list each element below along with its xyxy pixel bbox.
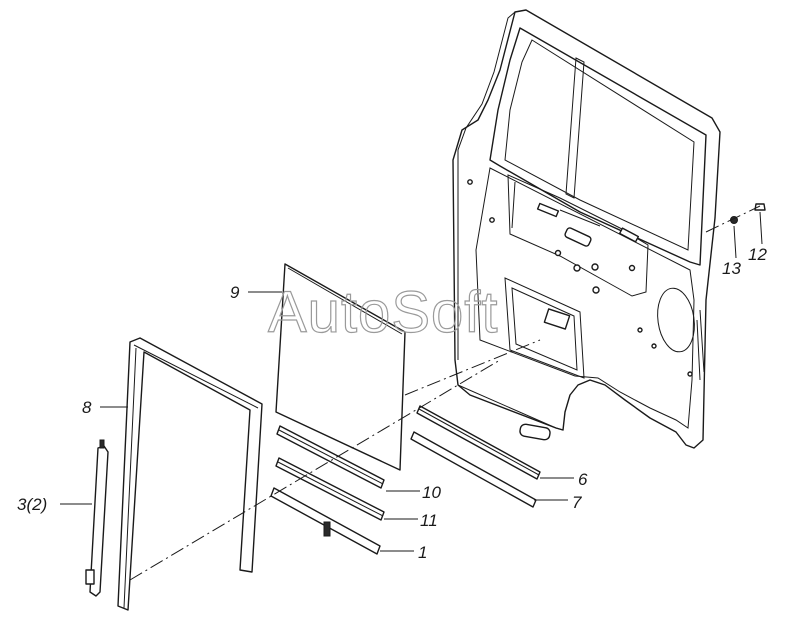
callout-10: 10 bbox=[422, 483, 441, 502]
lower-recess bbox=[504, 277, 585, 379]
leader-13 bbox=[733, 225, 737, 259]
upper-recess-lip bbox=[511, 181, 601, 229]
door-slot-3 bbox=[564, 227, 592, 247]
part-10-strip-line bbox=[278, 429, 384, 485]
window-divider bbox=[565, 57, 585, 199]
part-3-rail-top bbox=[99, 439, 105, 449]
part-11-strip-line bbox=[277, 461, 384, 517]
part-6-strip-line bbox=[418, 408, 540, 476]
part-1-strip bbox=[270, 487, 381, 555]
callout-13: 13 bbox=[722, 259, 741, 278]
door-hole-1 bbox=[573, 264, 581, 272]
speaker-opening bbox=[657, 287, 695, 353]
callout-3: 3(2) bbox=[17, 495, 47, 514]
door-hole-2 bbox=[591, 263, 599, 271]
callout-6: 6 bbox=[578, 470, 588, 489]
part-3-rail-bracket bbox=[85, 569, 95, 585]
callout-8: 8 bbox=[82, 398, 92, 417]
door-rivet-2 bbox=[489, 217, 495, 223]
door-hole-3 bbox=[592, 286, 600, 294]
callout-1: 1 bbox=[418, 543, 427, 562]
window-opening bbox=[504, 39, 695, 251]
callout-7: 7 bbox=[572, 493, 582, 512]
door-hole-4 bbox=[554, 249, 562, 257]
door-edge bbox=[457, 11, 516, 360]
door-edge-bottom bbox=[457, 384, 564, 431]
assembly-line-2 bbox=[404, 339, 541, 396]
door-lock-box bbox=[543, 308, 571, 330]
part-9-glass-edge bbox=[287, 267, 403, 335]
door-rivet-1 bbox=[467, 179, 473, 185]
door-hinge-edge bbox=[696, 309, 705, 381]
leader-12 bbox=[759, 211, 763, 245]
upper-recess bbox=[507, 174, 649, 297]
door-hole-5 bbox=[628, 264, 636, 272]
assembly-line-3 bbox=[705, 205, 761, 233]
callout-9: 9 bbox=[230, 283, 240, 302]
callout-12: 12 bbox=[748, 245, 767, 264]
door-assembly bbox=[452, 9, 721, 449]
door-rivet-3 bbox=[637, 327, 643, 333]
part-8-channel-outer bbox=[117, 337, 263, 611]
lower-recess-inner bbox=[511, 287, 578, 371]
inner-panel bbox=[475, 167, 695, 429]
part-12-screw bbox=[754, 203, 766, 211]
part-7-strip bbox=[410, 431, 537, 508]
door-rivet-4 bbox=[651, 343, 657, 349]
door-slot-1 bbox=[536, 202, 560, 218]
door-handle bbox=[519, 423, 551, 441]
door-rivet-5 bbox=[687, 371, 693, 377]
callout-11: 11 bbox=[420, 511, 438, 530]
part-8-channel-inner bbox=[123, 344, 259, 609]
door-slot-2 bbox=[618, 227, 640, 243]
part-9-glass bbox=[275, 263, 406, 471]
part-1-clip bbox=[323, 521, 331, 537]
watermark: AutoSoft bbox=[268, 280, 498, 345]
